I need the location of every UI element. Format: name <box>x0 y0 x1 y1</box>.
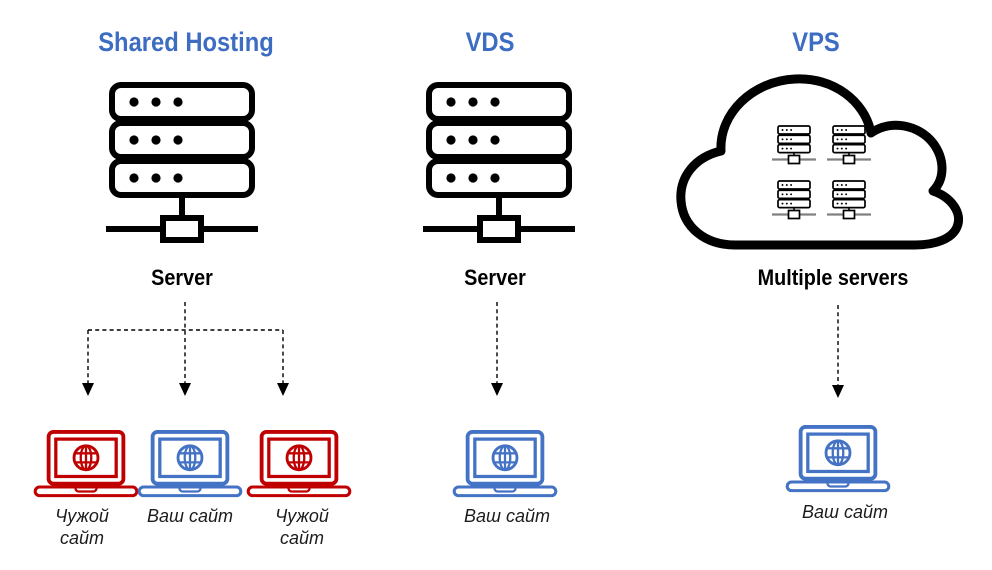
laptop-icon-your-site <box>785 425 891 493</box>
globe-icon <box>452 430 558 498</box>
site-label-other: Чужой сайт <box>227 505 377 549</box>
server-caption-vds: Server <box>464 265 526 290</box>
cloud-outline <box>676 74 963 250</box>
column-title-shared-hosting: Shared Hosting <box>98 27 274 57</box>
arrowhead-icon <box>82 383 844 398</box>
site-label-yours: Ваш сайт <box>432 505 582 527</box>
site-label-line: Ваш сайт <box>147 506 233 526</box>
site-label-yours: Ваш сайт <box>770 501 920 523</box>
cloud-icon <box>676 74 963 250</box>
site-label-line: Ваш сайт <box>802 502 888 522</box>
column-title-vps: VPS <box>792 27 840 57</box>
globe-icon <box>246 430 352 498</box>
site-label-line: Ваш сайт <box>464 506 550 526</box>
globe-icon <box>137 430 243 498</box>
laptop-icon-other-site <box>33 430 139 498</box>
laptop-icon-other-site <box>246 430 352 498</box>
server-rack-icon <box>423 82 575 244</box>
site-label-other: Чужой сайт <box>7 505 157 549</box>
server-caption-shared: Server <box>151 265 213 290</box>
site-label-line: сайт <box>59 528 104 548</box>
site-label-yours: Ваш сайт <box>115 505 265 527</box>
server-rack-icon <box>106 82 258 244</box>
laptop-icon-your-site <box>452 430 558 498</box>
site-label-line: сайт <box>279 528 324 548</box>
column-title-vds: VDS <box>465 27 515 57</box>
site-label-line: Чужой <box>55 506 109 526</box>
laptop-icon-your-site <box>137 430 243 498</box>
server-caption-vps: Multiple servers <box>757 265 909 290</box>
globe-icon <box>785 425 891 493</box>
site-label-line: Чужой <box>275 506 329 526</box>
globe-icon <box>33 430 139 498</box>
dashed-arrow-shared <box>87 302 284 384</box>
